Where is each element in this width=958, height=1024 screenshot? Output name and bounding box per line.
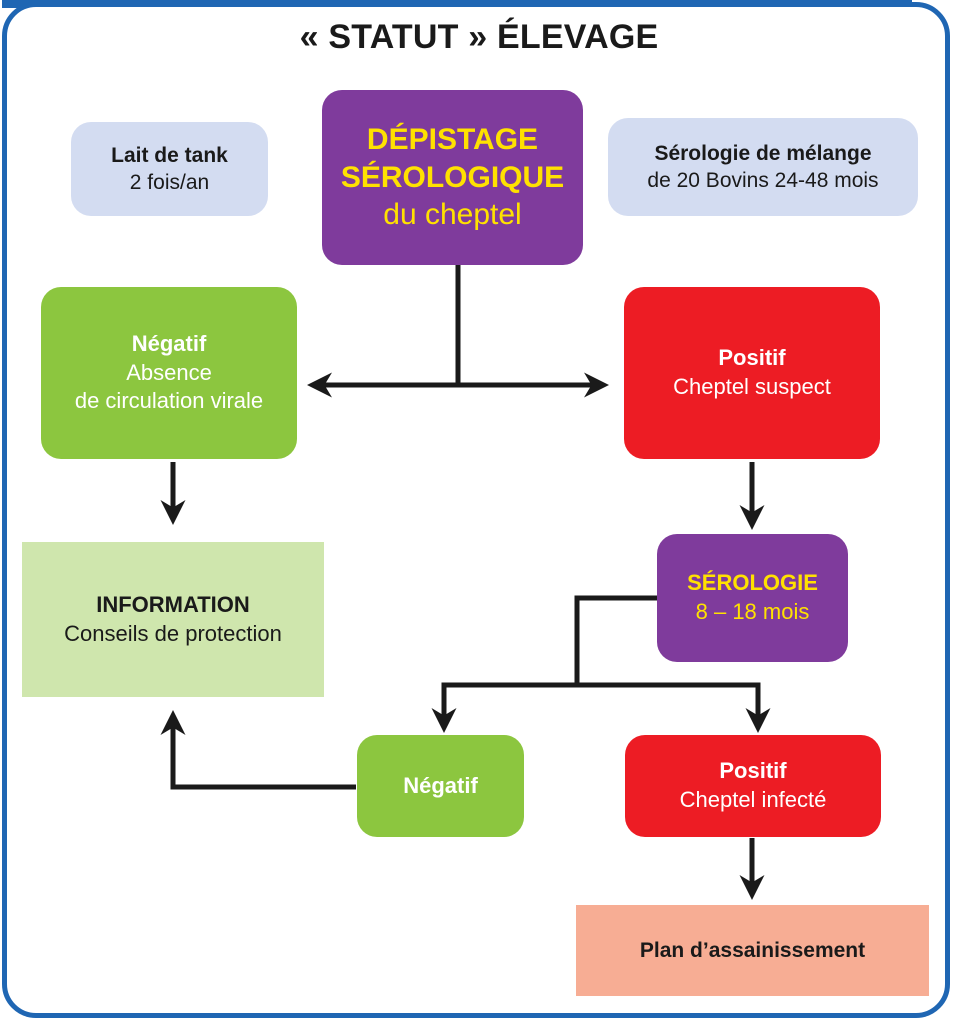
serologie-branch-line [574,595,657,685]
tank-box: Lait de tank 2 fois/an [71,122,268,216]
negatif2-box: Négatif [357,735,524,837]
negatif-box: Négatif Absence de circulation virale [41,287,297,459]
serologie-sub: 8 – 18 mois [695,599,810,624]
arrow-to-positif2 [577,682,771,733]
serologie-title: SÉROLOGIE [687,570,818,596]
plan-title: Plan d’assainissement [639,938,866,962]
negatif-title: Négatif [131,331,207,357]
depistage-line1: DÉPISTAGE [366,123,539,157]
depistage-box: DÉPISTAGE SÉROLOGIQUE du cheptel [322,90,583,265]
positif2-title: Positif [719,758,787,784]
diagram-title: « STATUT » ÉLEVAGE [299,18,659,56]
melange-sub: de 20 Bovins 24-48 mois [647,169,879,192]
plan-box: Plan d’assainissement [576,905,929,996]
positif2-box: Positif Cheptel infecté [625,735,881,837]
positif-title: Positif [718,345,786,371]
melange-box: Sérologie de mélange de 20 Bovins 24-48 … [608,118,918,216]
depistage-line3: du cheptel [383,198,522,232]
positif-sub: Cheptel suspect [673,374,831,399]
positif2-sub: Cheptel infecté [679,787,827,812]
depistage-line2: SÉROLOGIQUE [340,160,565,194]
tank-sub: 2 fois/an [129,171,210,194]
tank-title: Lait de tank [111,143,228,167]
arrow-to-negatif2 [431,682,577,733]
information-title: INFORMATION [96,591,250,617]
melange-title: Sérologie de mélange [654,141,872,165]
arrow-negatif2-to-information [160,710,356,790]
negatif2-title: Négatif [403,772,478,798]
information-sub: Conseils de protection [64,620,282,646]
negatif-line2: de circulation virale [74,388,264,414]
information-box: INFORMATION Conseils de protection [22,542,324,697]
serologie-box: SÉROLOGIE 8 – 18 mois [657,534,848,662]
positif-box: Positif Cheptel suspect [624,287,880,459]
negatif-line1: Absence [126,359,212,385]
